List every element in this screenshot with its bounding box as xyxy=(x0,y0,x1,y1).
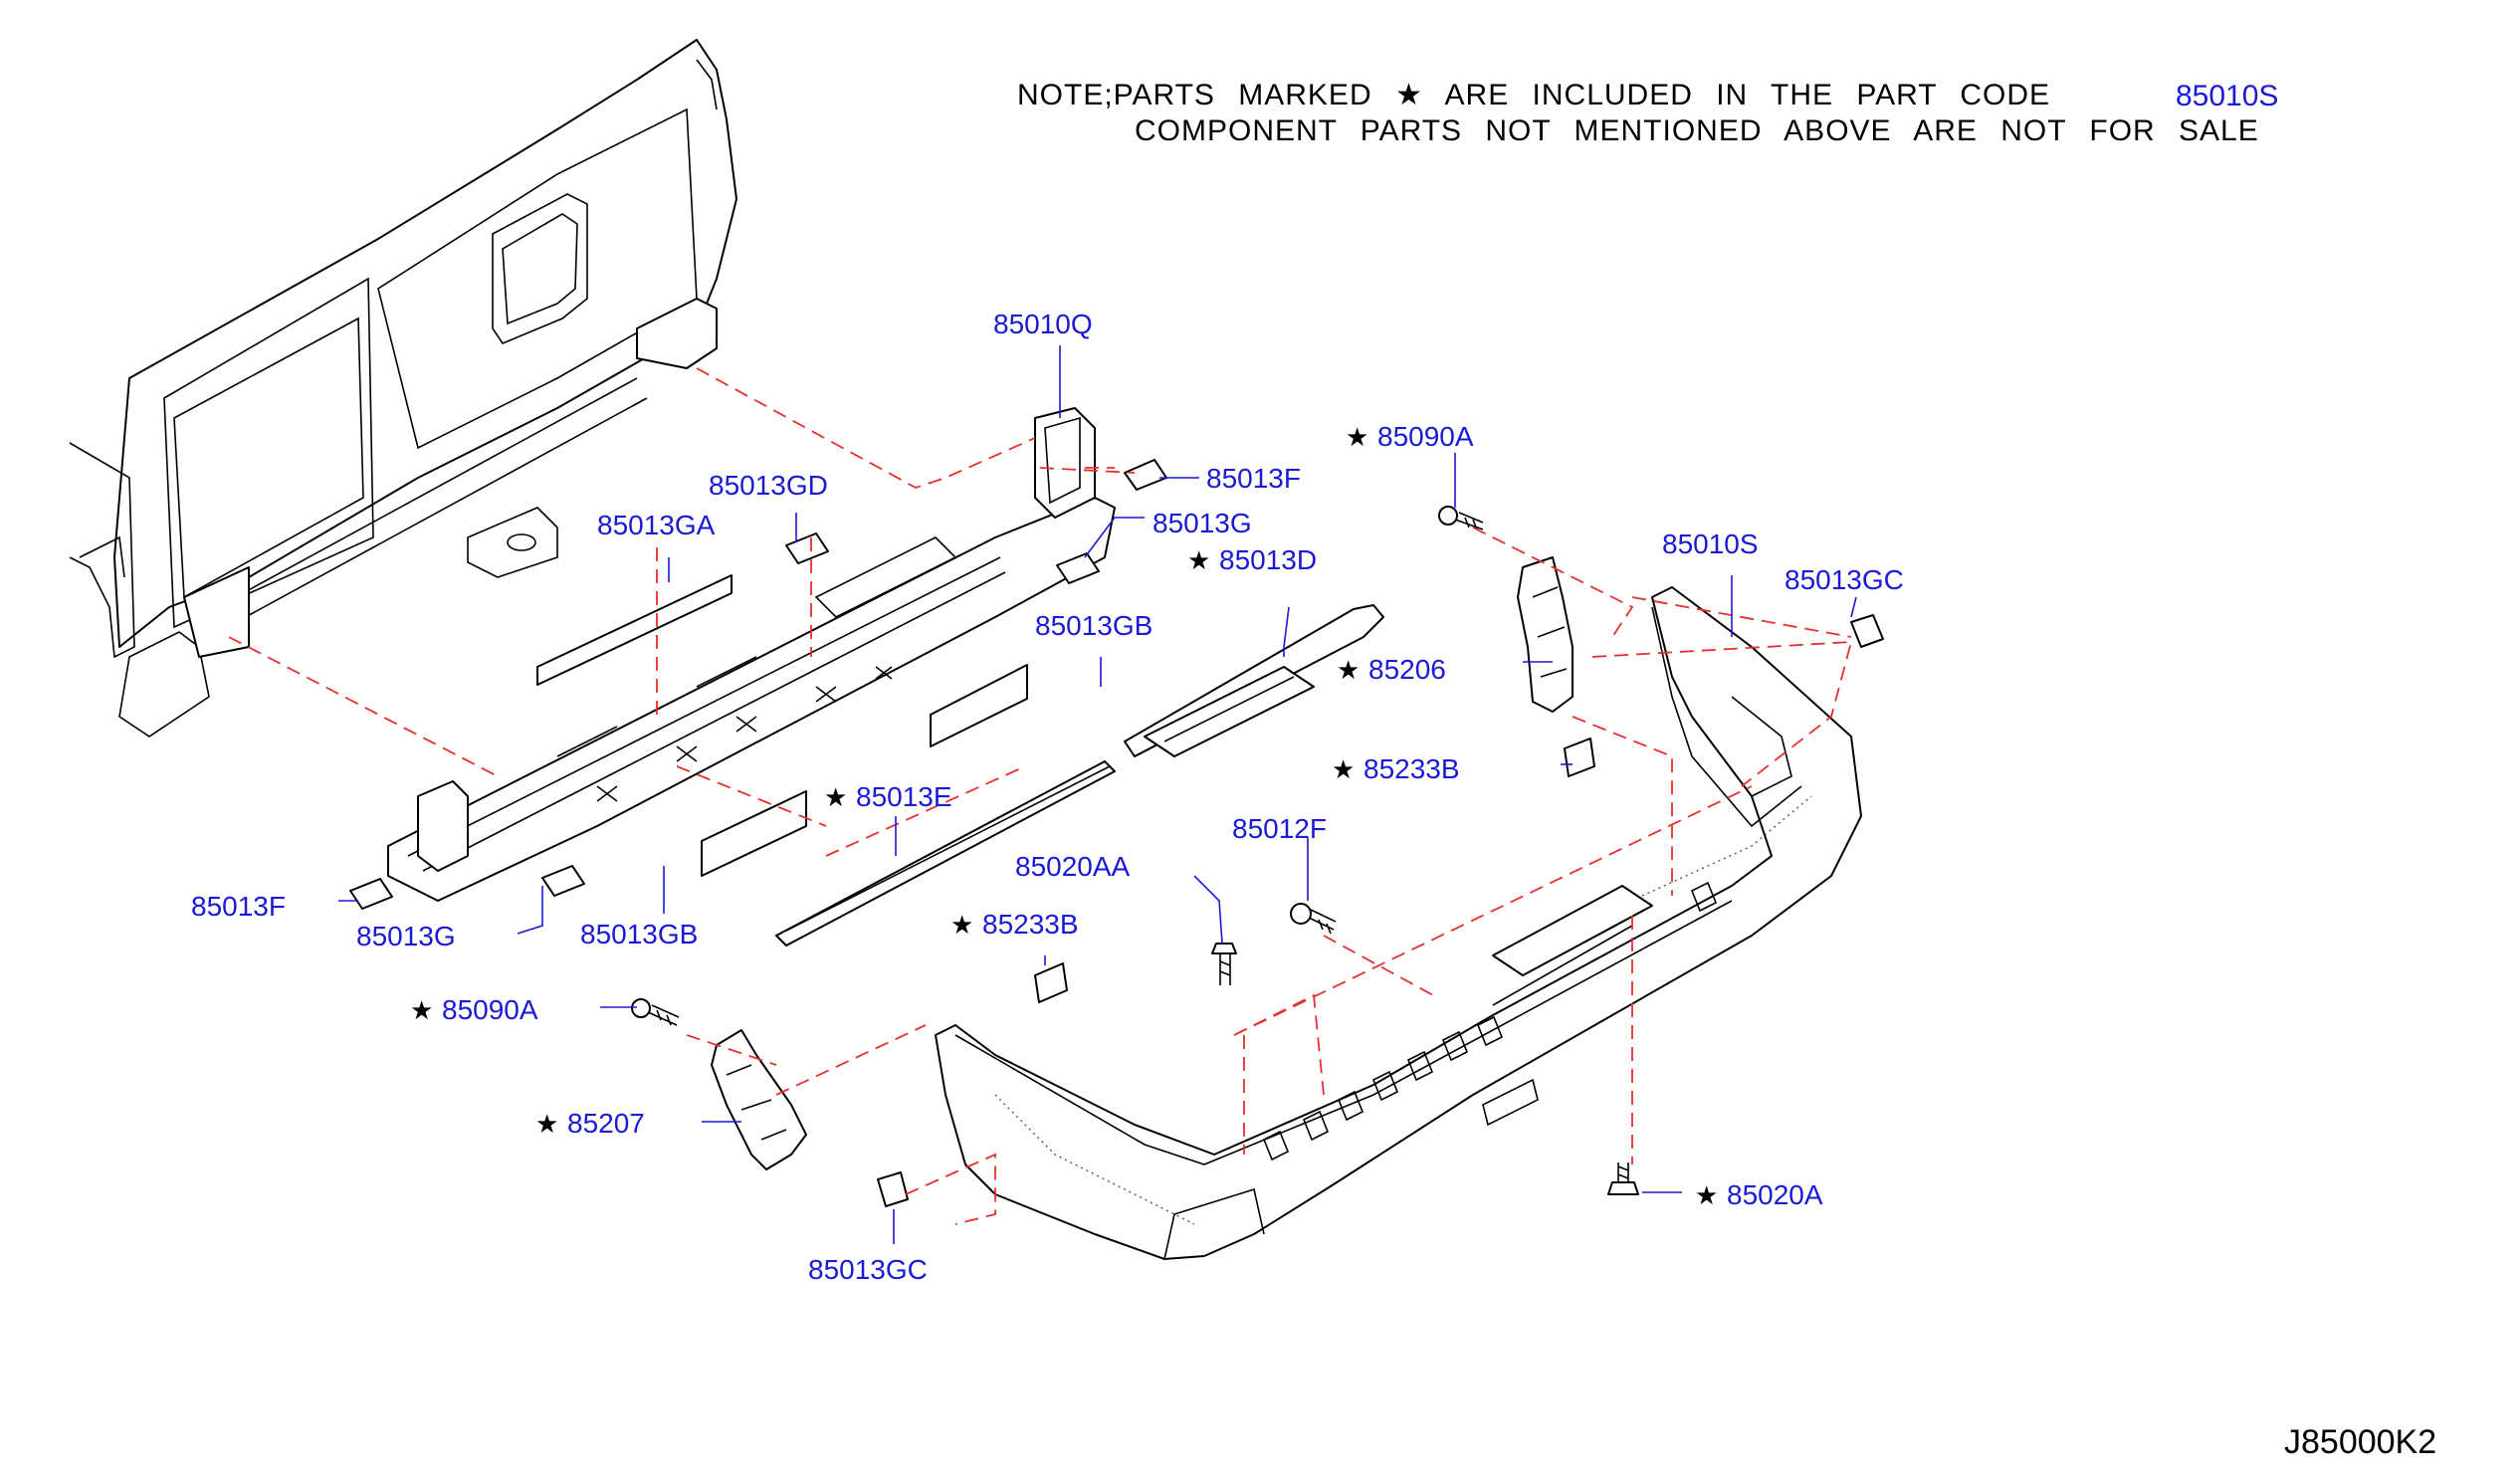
note-line-1: NOTE;PARTS MARKED ★ ARE INCLUDED IN THE … xyxy=(1017,79,2051,111)
callout-85090A-bottom: 85090A xyxy=(442,994,538,1025)
bracket-85206 xyxy=(1517,556,1574,713)
callout-85010Q: 85010Q xyxy=(993,309,1093,339)
callout-85090A-top: 85090A xyxy=(1377,421,1474,452)
pads xyxy=(349,459,1167,910)
callout-85013GC-bottom: 85013GC xyxy=(808,1254,928,1285)
callout-85020AA: 85020AA xyxy=(1015,851,1131,882)
callout-85013GB-bottom: 85013GB xyxy=(580,919,698,950)
note-part-code: 85010S xyxy=(2176,80,2279,112)
screw-85090A-bottom xyxy=(631,998,680,1026)
callout-85013E: 85013E xyxy=(856,781,952,812)
clip-85233B-right xyxy=(1564,738,1595,777)
note-line-2: COMPONENT PARTS NOT MENTIONED ABOVE ARE … xyxy=(1135,114,2259,147)
star-85206: ★ xyxy=(1337,656,1360,686)
cap-85013GC-bottom xyxy=(877,1171,909,1207)
diagram-code: J85000K2 xyxy=(2284,1423,2437,1461)
star-85233B-right: ★ xyxy=(1332,755,1355,785)
star-85013E: ★ xyxy=(824,783,847,813)
star-85090A-bottom: ★ xyxy=(410,996,433,1026)
pad-85013G-bottom xyxy=(541,865,585,897)
callout-85013F-top: 85013F xyxy=(1206,463,1301,494)
callout-leaders xyxy=(338,345,1857,1244)
pad-85013GB-top xyxy=(930,664,1028,747)
clip-85012F xyxy=(1290,903,1337,935)
star-85013D: ★ xyxy=(1187,546,1210,576)
callout-85013GD: 85013GD xyxy=(709,470,828,501)
assembly-guide-lines xyxy=(228,367,1853,1225)
callout-85233B-right: 85233B xyxy=(1364,753,1460,784)
energy-absorber-85013D xyxy=(1124,604,1384,757)
bolt-85020AA xyxy=(1211,943,1237,985)
screw-85090A-top xyxy=(1438,506,1484,530)
clip-85233B-left xyxy=(1034,962,1068,1003)
star-85207: ★ xyxy=(535,1110,558,1140)
callout-85013F-bottom: 85013F xyxy=(191,891,286,922)
callout-85207: 85207 xyxy=(567,1108,645,1139)
pad-85013G-top xyxy=(1056,552,1100,584)
pad-85013GA xyxy=(536,574,733,686)
callout-85013G-bottom: 85013G xyxy=(356,921,456,951)
star-85090A-top: ★ xyxy=(1346,423,1368,453)
callout-85013G-top: 85013G xyxy=(1153,508,1252,538)
bumper-fascia xyxy=(935,586,1862,1260)
vehicle-rear-body xyxy=(69,39,737,738)
pad-85013F-top xyxy=(1124,459,1167,491)
callout-85233B-left: 85233B xyxy=(982,909,1079,940)
callout-85020A: 85020A xyxy=(1727,1179,1823,1210)
pad-85013GB-bottom xyxy=(701,790,807,877)
bracket-85207 xyxy=(711,1029,807,1170)
callout-85206: 85206 xyxy=(1368,654,1446,685)
callout-85013GC-top: 85013GC xyxy=(1785,564,1904,595)
pad-85013F-bottom xyxy=(349,878,393,910)
callout-85012F: 85012F xyxy=(1232,813,1327,844)
star-85020A: ★ xyxy=(1695,1181,1718,1211)
callout-85013D: 85013D xyxy=(1219,544,1317,575)
callout-85010S: 85010S xyxy=(1662,528,1759,559)
callout-85013GA: 85013GA xyxy=(597,510,716,540)
star-85233B-left: ★ xyxy=(950,911,973,941)
fasteners xyxy=(631,506,1639,1195)
bolt-85020A xyxy=(1607,1162,1639,1195)
clips-and-caps xyxy=(877,614,1884,1207)
callout-85013GB-top: 85013GB xyxy=(1035,610,1153,641)
cap-85013GC-top xyxy=(1850,614,1884,648)
bumper-reinforcement xyxy=(387,407,1116,902)
strip-85013E xyxy=(775,760,1116,947)
pad-85013GD xyxy=(785,532,829,564)
callout-labels: 85010Q 85013F 85013G 85013GD 85013GA ★ 8… xyxy=(191,309,1904,1285)
